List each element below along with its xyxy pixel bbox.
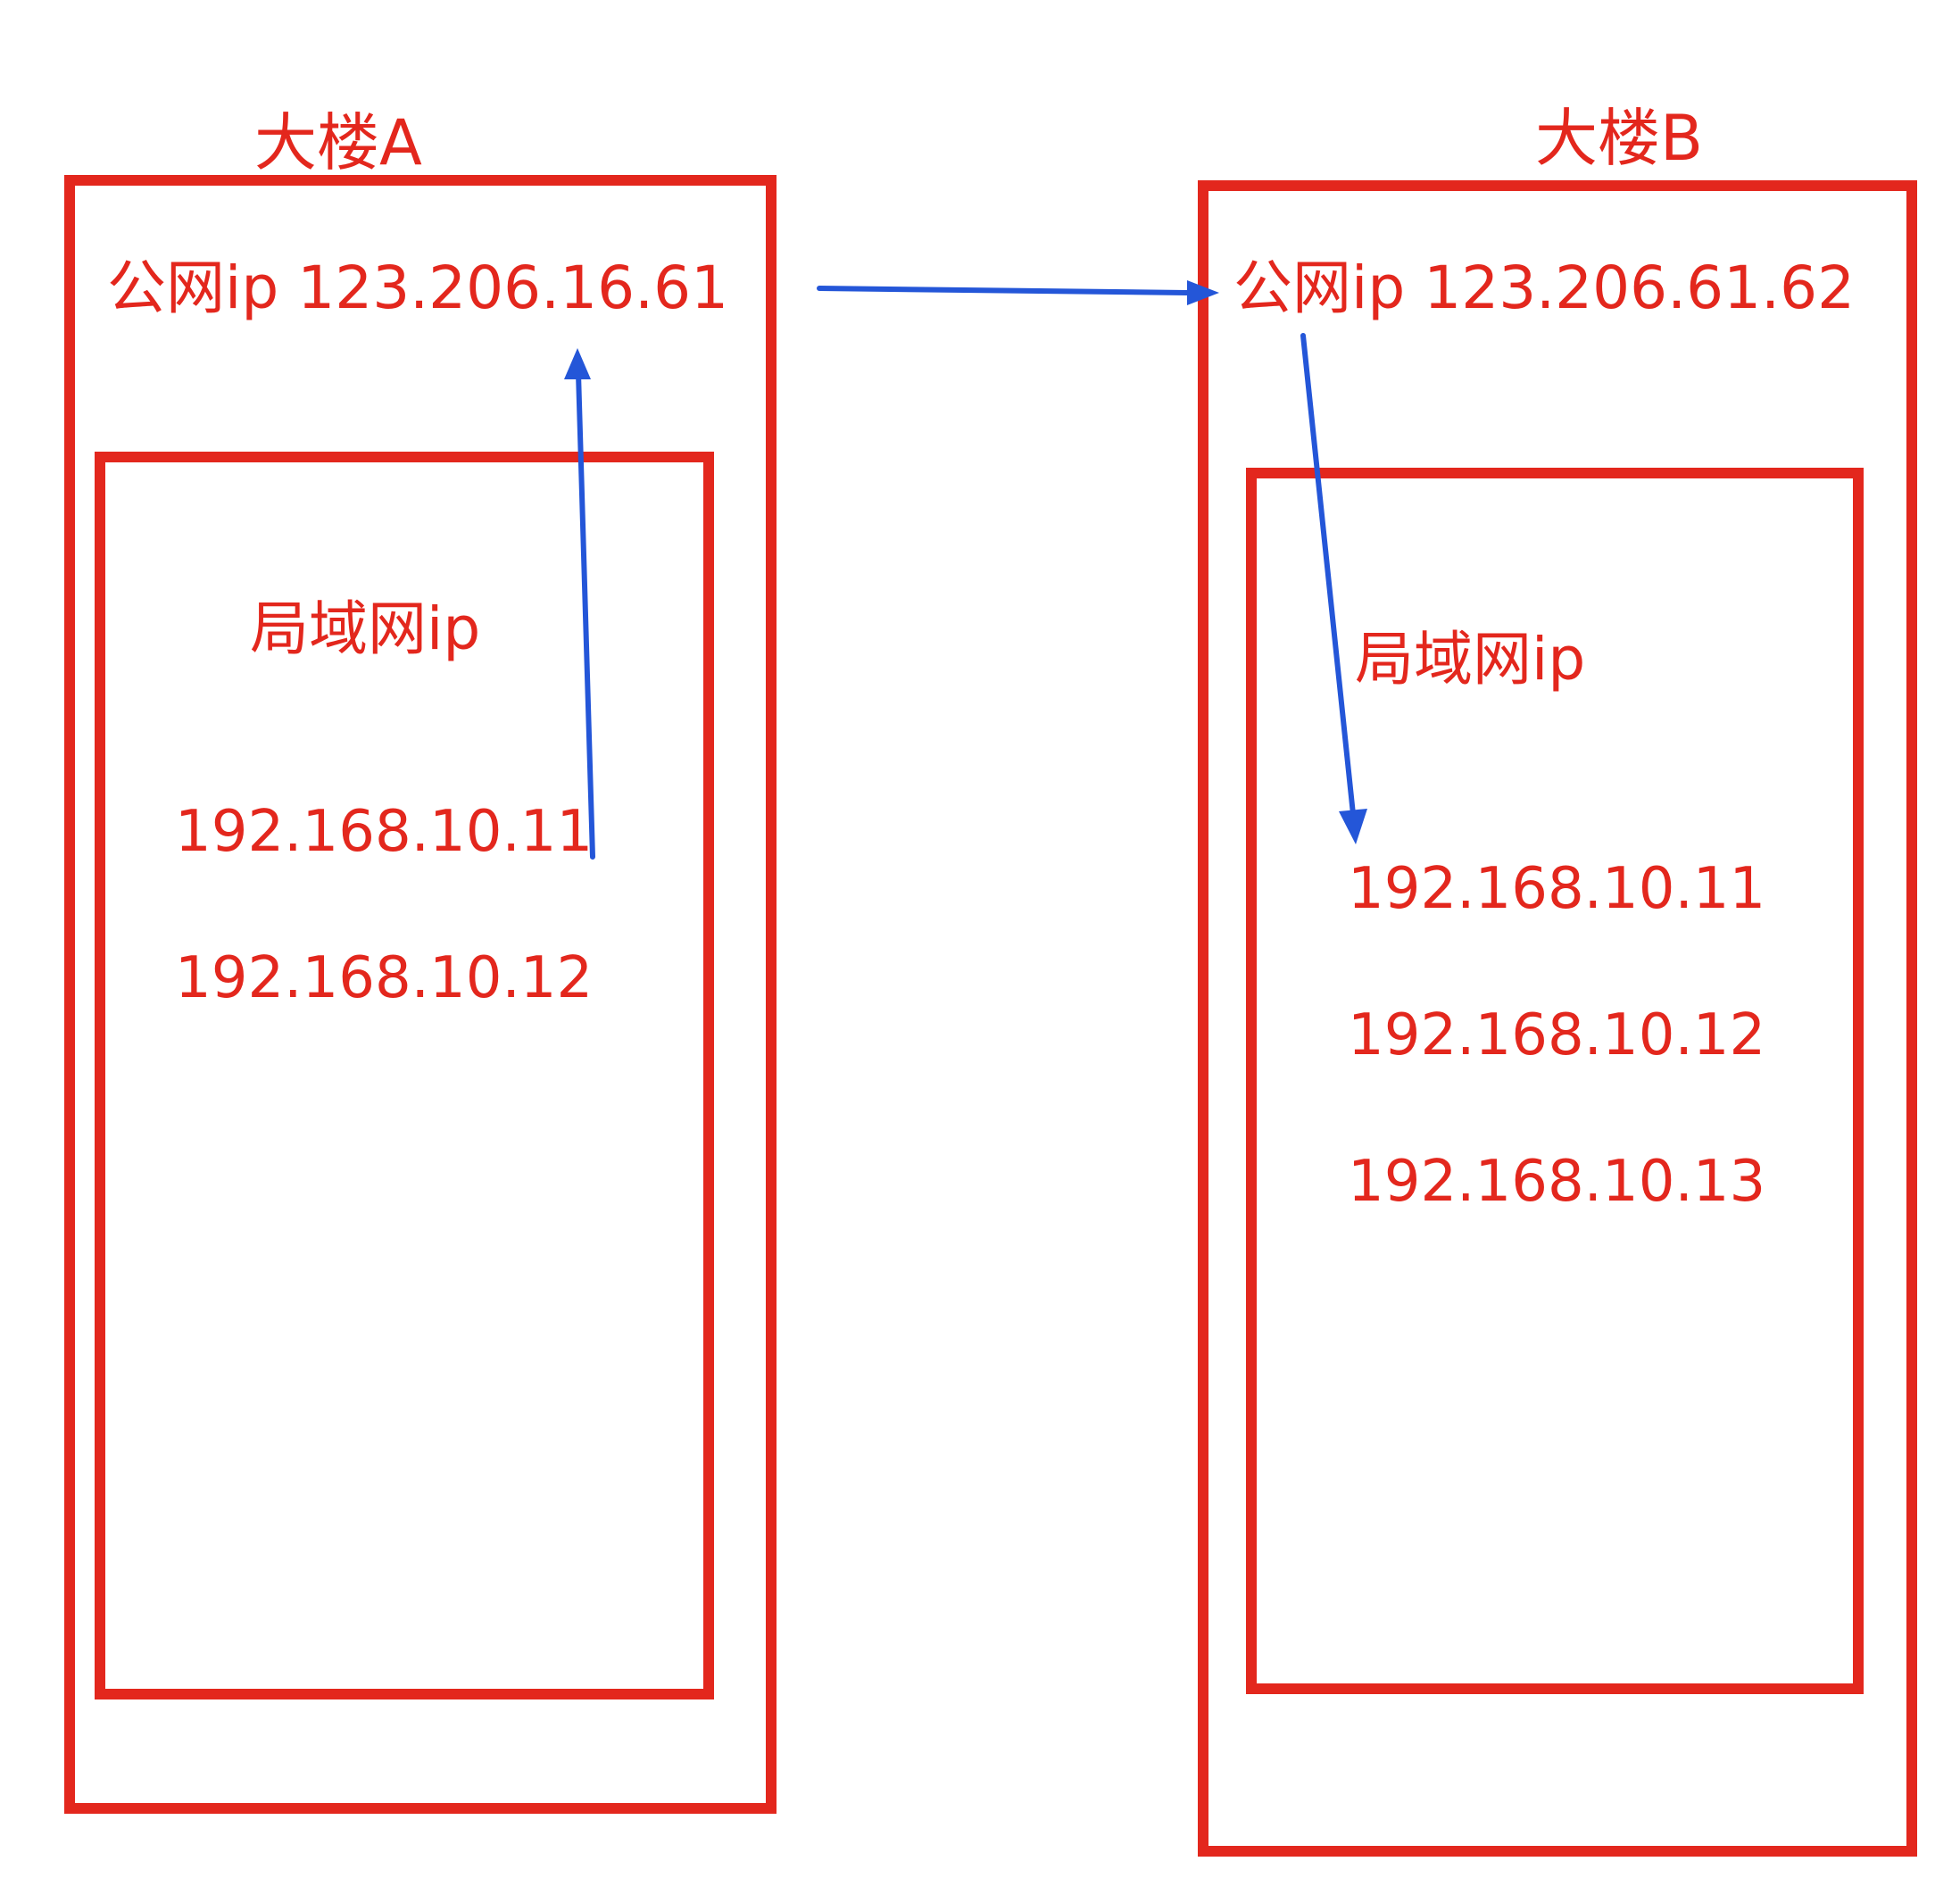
building-b-title: 大楼B bbox=[1535, 102, 1704, 175]
building-b-lan-ip-3: 192.168.10.13 bbox=[1348, 1149, 1766, 1215]
building-a-box bbox=[64, 175, 777, 1814]
building-b-lan-box bbox=[1246, 468, 1864, 1694]
building-a-lan-box bbox=[95, 452, 714, 1699]
building-a-title: 大楼A bbox=[254, 106, 422, 179]
building-a-public-ip: 公网ip 123.206.16.61 bbox=[107, 253, 729, 322]
building-a-lan-ip-1: 192.168.10.11 bbox=[175, 799, 594, 865]
building-b-lan-title: 局域网ip bbox=[1355, 625, 1586, 694]
building-b-box bbox=[1198, 180, 1917, 1857]
building-b-lan-ip-1: 192.168.10.11 bbox=[1348, 856, 1766, 922]
building-b-public-ip: 公网ip 123.206.61.62 bbox=[1233, 253, 1856, 322]
building-b-lan-ip-2: 192.168.10.12 bbox=[1348, 1002, 1766, 1068]
building-a-lan-title: 局域网ip bbox=[250, 594, 481, 663]
building-a-lan-ip-2: 192.168.10.12 bbox=[175, 945, 594, 1011]
arrow-public-a-to-public-b bbox=[817, 286, 1190, 295]
